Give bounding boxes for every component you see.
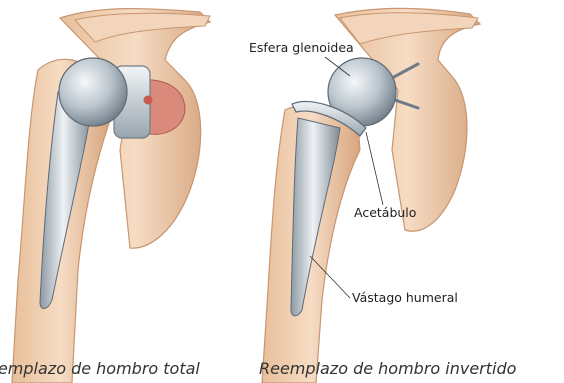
- left-glenoid-peg: [144, 96, 153, 105]
- left-figure-total-shoulder: [12, 9, 210, 383]
- caption-reverse-shoulder: Reemplazo de hombro invertido: [259, 359, 517, 378]
- caption-total-shoulder: Reemplazo de hombro total: [0, 359, 200, 378]
- leader-acetabulum: [366, 132, 383, 205]
- label-glenoid-sphere: Esfera glenoidea: [249, 40, 354, 55]
- right-figure-reverse-shoulder: Esfera glenoidea Acetábulo Vástago humer…: [249, 8, 480, 383]
- label-humeral-stem: Vástago humeral: [352, 290, 458, 305]
- left-humeral-head-ball: [59, 58, 127, 126]
- label-acetabulum: Acetábulo: [354, 205, 416, 220]
